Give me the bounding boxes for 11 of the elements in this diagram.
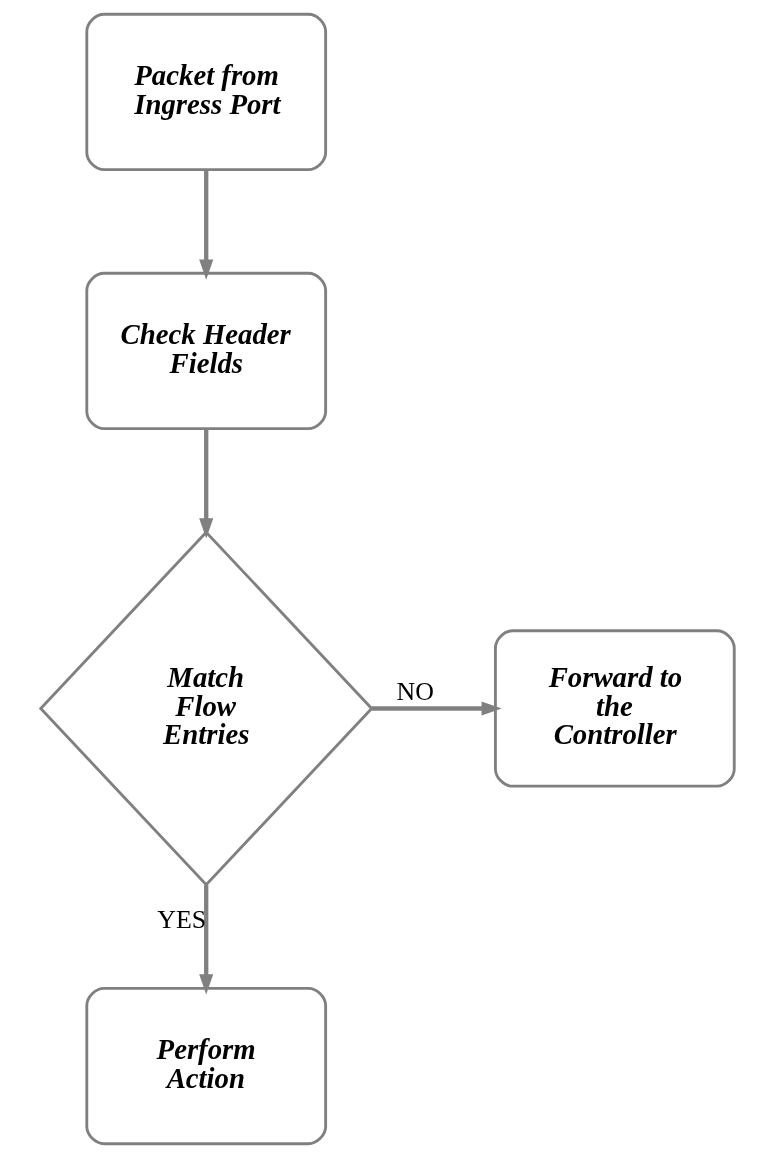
arrow	[199, 170, 214, 280]
node-diamond: Match Flow Entries	[38, 530, 374, 887]
edge-label: NO	[396, 677, 434, 707]
node-box: Forward to the Controller	[493, 629, 736, 788]
node-box: Packet from Ingress Port	[85, 12, 328, 172]
node-box: Check Header Fields	[85, 271, 328, 431]
arrow	[199, 428, 214, 539]
node-box: Perform Action	[85, 986, 328, 1146]
arrow	[199, 885, 214, 995]
edge-label: YES	[157, 905, 207, 935]
arrow	[371, 701, 502, 716]
